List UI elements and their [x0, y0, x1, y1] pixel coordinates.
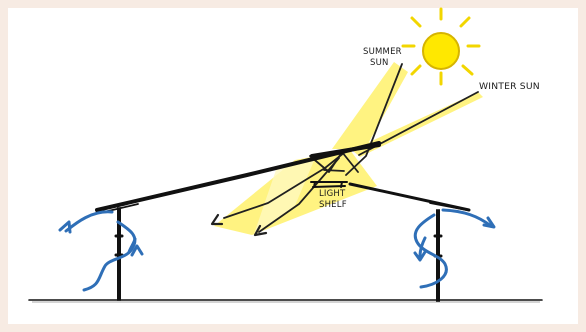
sun-icon	[403, 9, 479, 84]
light-shelf-label-line1: LIGHT	[319, 189, 346, 199]
summer-sun-label-line2: SUN	[370, 58, 389, 68]
airflow-arrow-right	[415, 210, 494, 287]
winter-sun-label: WINTER SUN	[479, 81, 540, 92]
airflow-arrow-left	[60, 212, 142, 290]
summer-sun-label-line1: SUMMER	[363, 47, 402, 57]
ground-line	[29, 300, 542, 302]
light-shelf-label-line2: SHELF	[319, 200, 347, 210]
